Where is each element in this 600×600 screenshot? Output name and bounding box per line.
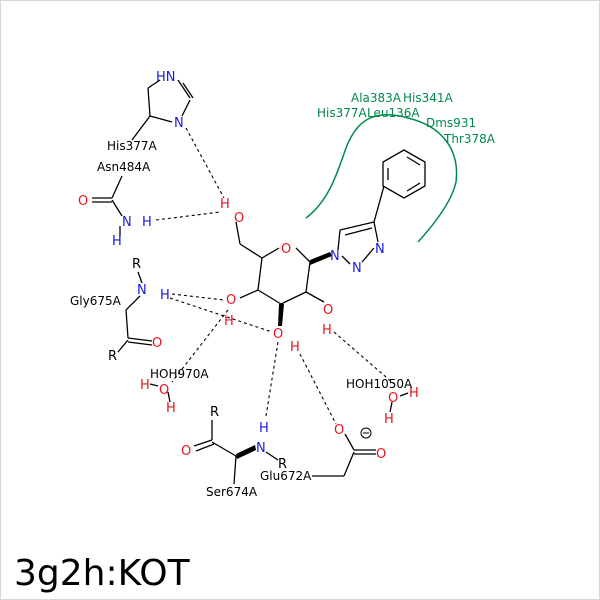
gly675-backbone <box>117 271 153 353</box>
hyd-label-his341: His341A <box>403 91 454 105</box>
atom-h: H <box>166 401 176 416</box>
atom-h: H <box>290 340 300 355</box>
his377-imidazole <box>131 79 194 141</box>
atom-n: N <box>137 283 147 298</box>
hydrophobic-arc <box>305 114 458 243</box>
atom-n: N <box>256 441 266 456</box>
hyd-label-his377: His377A <box>317 106 368 120</box>
hyd-label-ala383: Ala383A <box>351 91 402 105</box>
atom-o: O <box>376 447 386 462</box>
atom-o: O <box>226 293 236 308</box>
atom-labels: HN N O N H H H O O N N N R N H O H O H O… <box>78 70 419 472</box>
atom-h: H <box>160 288 170 303</box>
atom-h: H <box>224 314 234 329</box>
atom-o: O <box>234 211 244 226</box>
hyd-label-thr378: Thr378A <box>443 132 496 146</box>
atom-o: O <box>159 383 169 398</box>
hoh970-bond-2 <box>167 391 171 403</box>
atom-o: O <box>388 391 398 406</box>
page-title: 3g2h:KOT <box>14 553 191 594</box>
atom-r: R <box>210 405 219 420</box>
hoh970-bond-1 <box>149 383 159 387</box>
atom-o: O <box>152 336 162 351</box>
atom-n: N <box>174 116 184 131</box>
phenyl-ring <box>382 149 426 199</box>
atom-r: R <box>108 349 117 364</box>
atom-r: R <box>278 457 287 472</box>
sugar-ring <box>235 221 332 326</box>
atom-n: N <box>375 242 385 257</box>
ser674-backbone <box>193 420 279 485</box>
atom-h: H <box>384 412 394 427</box>
atom-n: N <box>352 261 362 276</box>
label-ser674: Ser674A <box>206 485 258 499</box>
atom-nh: HN <box>156 70 176 85</box>
label-his377: His377A <box>107 139 158 153</box>
atom-n: N <box>122 215 132 230</box>
asn484-sidechain <box>92 175 123 236</box>
hoh1050-bond-1 <box>399 392 409 397</box>
atom-o: O <box>334 423 344 438</box>
atom-h: H <box>140 378 150 393</box>
label-gly675: Gly675A <box>70 294 122 308</box>
label-asn484: Asn484A <box>97 160 151 174</box>
atom-h: H <box>322 323 332 338</box>
atom-o: O <box>323 303 333 318</box>
hyd-label-dms931: Dms931 <box>426 116 476 130</box>
hoh1050-bond-2 <box>389 401 393 413</box>
atom-r: R <box>132 257 141 272</box>
label-glu672: Glu672A <box>260 469 312 483</box>
atom-o: O <box>78 194 88 209</box>
atom-h: H <box>112 234 122 249</box>
atom-h: H <box>142 215 152 230</box>
label-hoh970: HOH970A <box>150 367 209 381</box>
negative-charge-icon <box>360 427 372 439</box>
triazole-ring <box>337 185 385 265</box>
atom-h: H <box>409 386 419 401</box>
atom-o: O <box>281 242 291 257</box>
atom-o: O <box>273 327 283 342</box>
atom-h: H <box>220 197 230 212</box>
glu672-sidechain <box>312 433 376 477</box>
atom-o: O <box>181 444 191 459</box>
hydrogen-bonds <box>155 127 395 425</box>
hyd-label-leu136: Leu136A <box>367 106 420 120</box>
atom-h: H <box>259 421 269 436</box>
label-hoh1050: HOH1050A <box>346 377 413 391</box>
atom-n: N <box>330 249 340 264</box>
